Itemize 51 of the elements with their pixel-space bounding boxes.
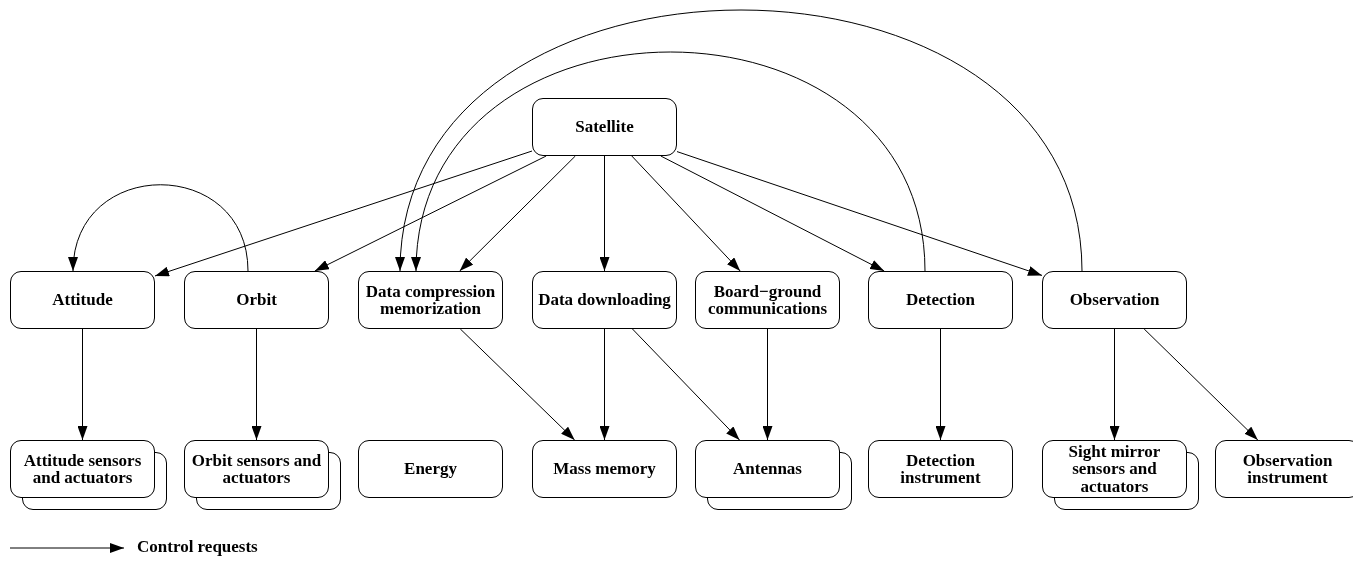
arrow [314, 155, 547, 272]
arrow [599, 155, 610, 272]
component-box [532, 271, 677, 329]
component-label: Data compression memorization [364, 282, 497, 318]
arrow [599, 328, 610, 441]
arrow [676, 151, 1043, 276]
component-box [868, 440, 1013, 498]
arrow [935, 328, 946, 441]
component-label: Sight mirror sensors and actuators [1067, 443, 1162, 495]
component-label: Attitude sensors and actuators [22, 451, 143, 487]
arrow [459, 155, 576, 272]
legend-label: Control requests [137, 537, 258, 557]
component-box [1042, 440, 1187, 498]
component-label: Board−ground communications [707, 282, 828, 318]
arrow [77, 328, 88, 441]
component-box [184, 271, 329, 329]
component-label: Detection [906, 291, 975, 309]
component-box [10, 271, 155, 329]
component-label: Observation instrument [1241, 451, 1334, 487]
component-label: Attitude [52, 291, 113, 309]
component-label: Detection instrument [899, 451, 982, 487]
arrow [154, 150, 533, 277]
component-label: Orbit [236, 291, 277, 309]
component-label: Orbit sensors and actuators [190, 451, 323, 487]
arrow [1143, 328, 1259, 441]
component-label: Antennas [733, 460, 802, 478]
component-label: Energy [404, 460, 457, 478]
component-box [695, 271, 840, 329]
arrow [1109, 328, 1120, 441]
arrow [69, 184, 249, 272]
component-label: Mass memory [553, 460, 656, 478]
component-box [10, 440, 155, 498]
component-box [695, 440, 840, 498]
component-label: Observation [1069, 291, 1160, 309]
component-box [532, 440, 677, 498]
arrow [762, 328, 773, 441]
arrow [459, 328, 576, 441]
component-label: Satellite [575, 118, 634, 136]
arrow [251, 328, 262, 441]
arrow [631, 328, 741, 441]
component-box [868, 271, 1013, 329]
component-box [1042, 271, 1187, 329]
component-label: Data downloading [538, 291, 671, 309]
component-box [358, 271, 503, 329]
component-box [184, 440, 329, 498]
component-box [532, 98, 677, 156]
arrow [413, 51, 926, 272]
arrow [631, 155, 741, 272]
arrow [660, 155, 885, 272]
component-box [358, 440, 503, 498]
component-box [1215, 440, 1353, 498]
